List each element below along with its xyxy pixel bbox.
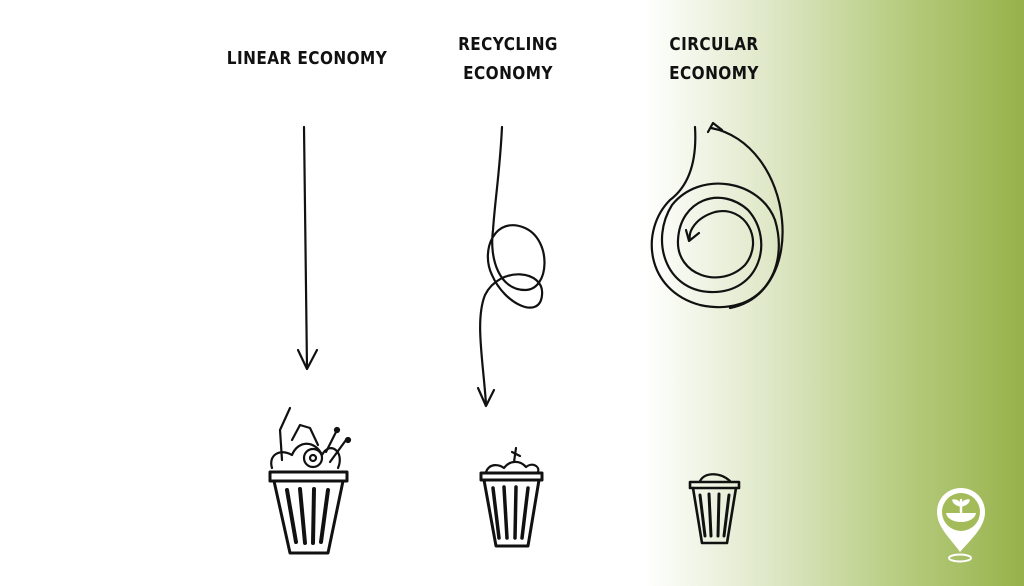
circular-spiral-arrow-icon [650,121,784,310]
title-line: CIRCULAR [669,34,759,55]
title-line: RECYCLING [458,34,558,55]
nearly-empty-trash-bin-icon [688,473,741,545]
title-line: ECONOMY [463,63,553,84]
linear-economy-title: LINEAR ECONOMY [222,44,392,73]
map-pin-sprout-icon [937,488,985,563]
circular-economy-title: CIRCULAR ECONOMY [629,30,799,88]
linear-arrow-icon [296,125,319,371]
title-line: ECONOMY [669,63,759,84]
half-full-trash-bin-icon [479,446,544,548]
recycling-loop-arrow-icon [476,125,546,408]
recycling-economy-title: RECYCLING ECONOMY [423,30,593,88]
overflowing-trash-bin-icon [268,406,352,555]
title-line: LINEAR ECONOMY [226,48,388,69]
